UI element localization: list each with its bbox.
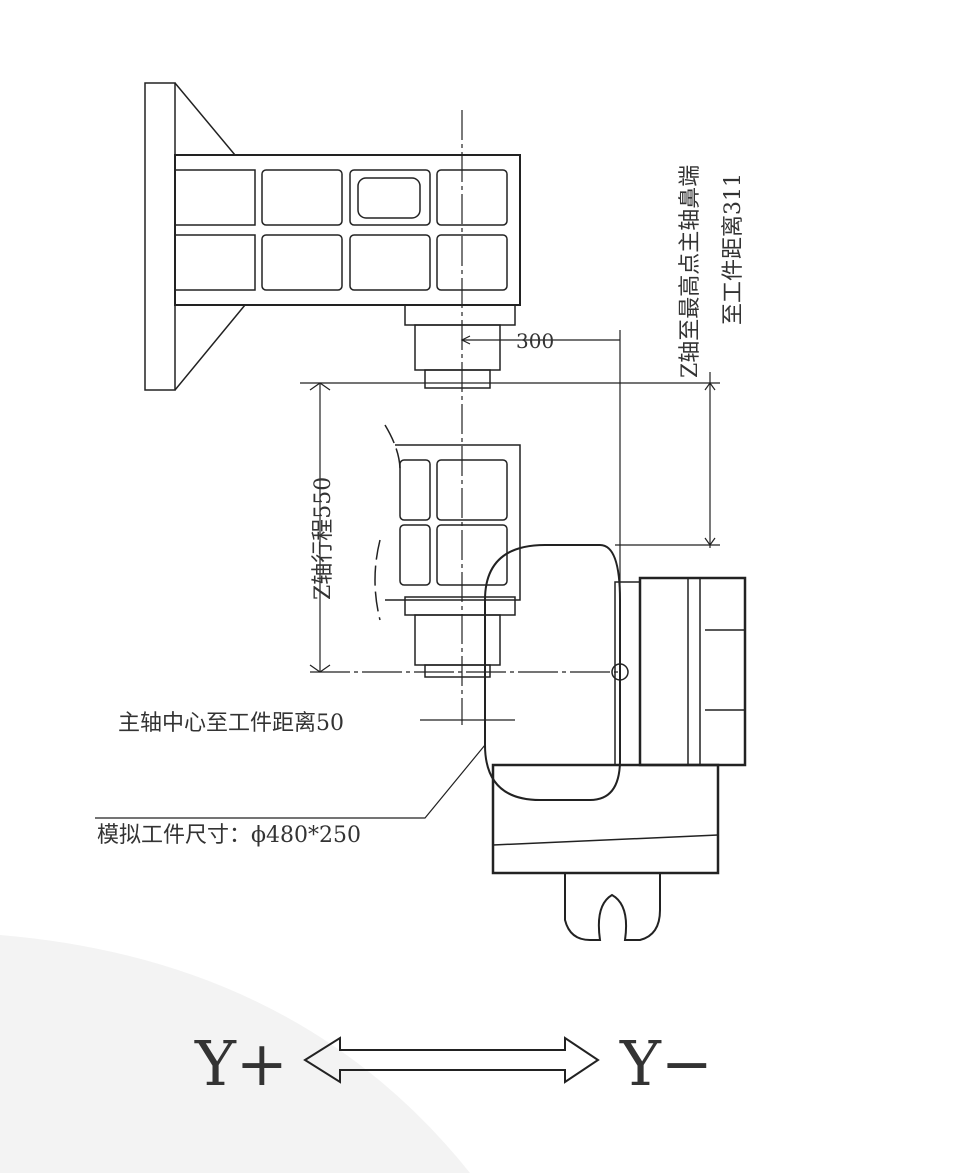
- dim-300-label: 300: [516, 329, 554, 353]
- z-top-label-line1: Z轴至最高点主轴鼻端: [678, 165, 703, 378]
- y-axis-double-arrow: [303, 1036, 600, 1084]
- y-plus-label: Y+: [194, 1027, 288, 1100]
- z-top-label-line2: 至工件距离311: [721, 173, 746, 325]
- spindle-head-lower: [374, 424, 521, 678]
- background-curve: [0, 935, 470, 1173]
- dimension-lines: [95, 110, 720, 819]
- spindle-to-workpiece-label: 主轴中心至工件距离50: [118, 711, 344, 736]
- column: [144, 82, 246, 391]
- y-minus-label: Y−: [619, 1027, 713, 1100]
- machine-base: [491, 763, 720, 941]
- spindle-head-upper: [174, 154, 521, 389]
- z-travel-label: Z轴行程550: [311, 477, 336, 600]
- workpiece-size-label: 模拟工件尺寸：ϕ480*250: [97, 823, 361, 848]
